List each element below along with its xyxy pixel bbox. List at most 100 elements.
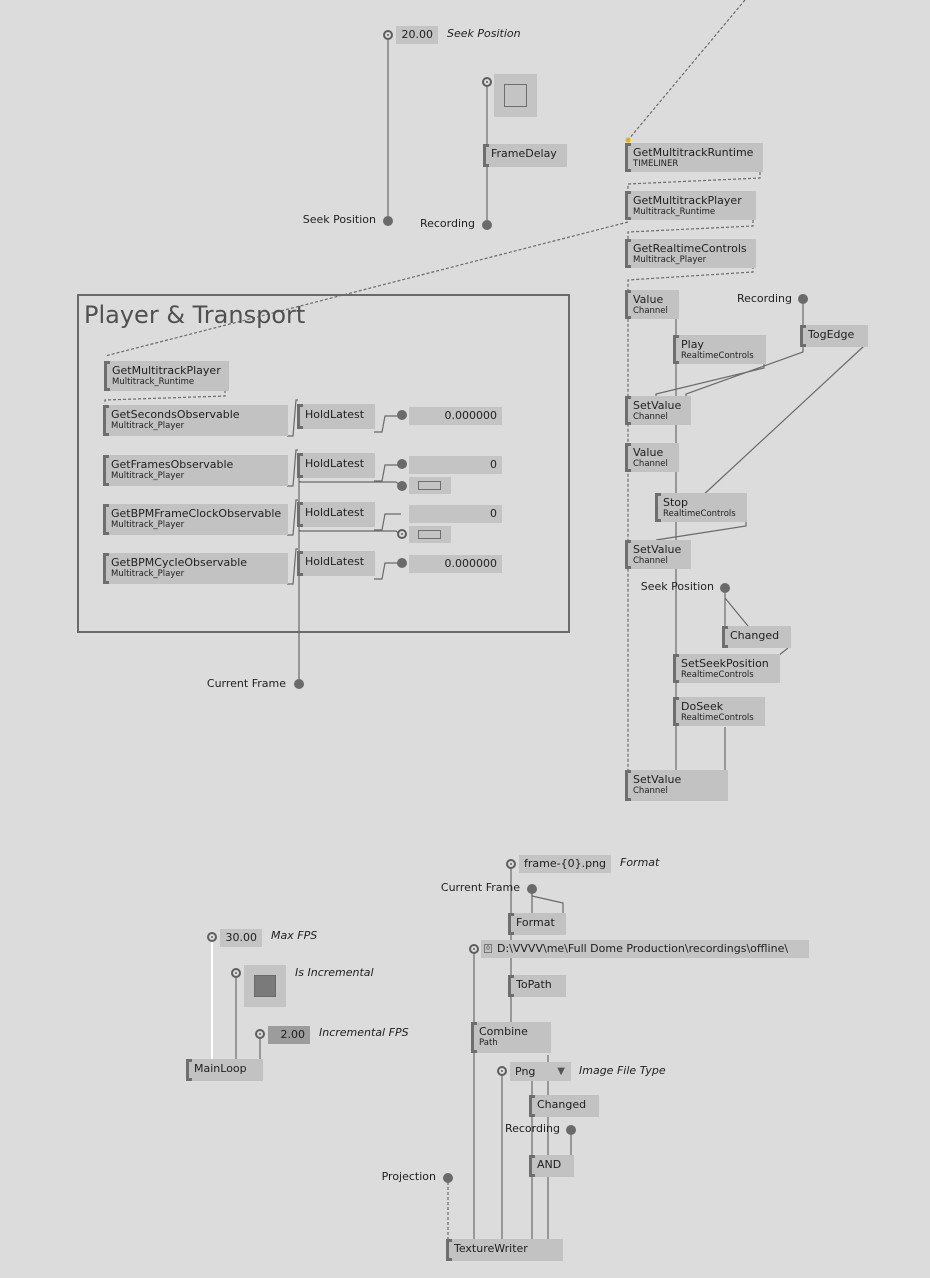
setvalue-channel-node-1[interactable]: SetValue Channel (625, 396, 691, 425)
changed-node-2[interactable]: Changed (529, 1095, 599, 1117)
get-multitrack-player-group-node[interactable]: GetMultitrackPlayer Multitrack_Runtime (104, 361, 229, 391)
node-subtitle: Multitrack_Runtime (112, 377, 195, 387)
get-multitrack-runtime-node[interactable]: GetMultitrackRuntime TIMELINER (625, 143, 763, 172)
get-realtime-controls-node[interactable]: GetRealtimeControls Multitrack_Player (625, 239, 756, 268)
projection-pin[interactable] (443, 1173, 453, 1183)
format-node[interactable]: Format (508, 913, 566, 935)
and-node[interactable]: AND (529, 1155, 574, 1177)
node-title: GetMultitrackRuntime (633, 146, 754, 159)
main-loop-node[interactable]: MainLoop (186, 1059, 263, 1081)
recording-pin-right[interactable] (798, 294, 808, 304)
current-frame-label-bottom: Current Frame (440, 881, 520, 894)
seek-position-pin[interactable] (383, 216, 393, 226)
do-seek-node[interactable]: DoSeek RealtimeControls (673, 697, 765, 726)
hold-latest-node-3[interactable]: HoldLatest (297, 502, 375, 527)
frames-bang-button[interactable] (409, 477, 451, 494)
image-type-pin[interactable] (497, 1066, 507, 1076)
texture-writer-node[interactable]: TextureWriter (446, 1239, 563, 1261)
stop-realtime-controls-node[interactable]: Stop RealtimeControls (655, 493, 747, 522)
toggle-filled-square-icon (254, 975, 276, 997)
max-fps-descriptor: Max FPS (271, 929, 318, 942)
node-title: SetValue (633, 773, 682, 786)
bpm-bang-button[interactable] (409, 526, 451, 543)
node-title: SetValue (633, 543, 682, 556)
get-seconds-observable-node[interactable]: GetSecondsObservable Multitrack_Player (103, 405, 288, 436)
format-string-box[interactable]: frame-{0}.png (519, 855, 611, 873)
node-title: GetMultitrackPlayer (633, 194, 742, 207)
seek-position-label: Seek Position (302, 213, 376, 226)
is-incremental-pin[interactable] (231, 968, 241, 978)
incremental-fps-value-box[interactable]: 2.00 (268, 1026, 310, 1044)
seek-position-descriptor: Seek Position (447, 27, 521, 40)
hold-latest-node-2[interactable]: HoldLatest (297, 453, 375, 478)
seek-position-output-pin[interactable] (383, 30, 393, 40)
get-multitrack-player-node[interactable]: GetMultitrackPlayer Multitrack_Runtime (625, 191, 756, 220)
recording-pin-top[interactable] (482, 220, 492, 230)
combine-path-node[interactable]: Combine Path (471, 1022, 551, 1053)
group-title: Player & Transport (84, 301, 306, 329)
bang-rect-icon (418, 481, 441, 490)
node-subtitle: Path (479, 1038, 498, 1048)
node-subtitle: Multitrack_Runtime (633, 207, 716, 217)
node-title: AND (537, 1158, 562, 1171)
node-subtitle: Channel (633, 786, 668, 796)
bpm-bang-pin[interactable] (397, 529, 407, 539)
object-tag-icon: 0 (484, 944, 492, 953)
node-title: SetValue (633, 399, 682, 412)
node-title: HoldLatest (305, 408, 365, 421)
node-title: DoSeek (681, 700, 724, 713)
recording-pin-bottom[interactable] (566, 1125, 576, 1135)
frames-bang-pin[interactable] (397, 481, 407, 491)
frames-value-box[interactable]: 0 (409, 456, 502, 474)
set-seek-position-node[interactable]: SetSeekPosition RealtimeControls (673, 654, 780, 683)
value-channel-node-2[interactable]: Value Channel (625, 443, 679, 472)
max-fps-pin[interactable] (207, 932, 217, 942)
image-type-value: Png (515, 1065, 536, 1078)
seconds-value-box[interactable]: 0.000000 (409, 407, 502, 425)
image-type-dropdown[interactable]: Png ▼ (510, 1062, 571, 1081)
node-subtitle: RealtimeControls (681, 670, 754, 680)
node-title: GetRealtimeControls (633, 242, 747, 255)
value-channel-node-1[interactable]: Value Channel (625, 290, 679, 319)
recording-label-top: Recording (419, 217, 475, 230)
seek-position-value-box[interactable]: 20.00 (396, 26, 438, 44)
node-title: GetBPMCycleObservable (111, 556, 248, 569)
node-title: GetFramesObservable (111, 458, 234, 471)
current-frame-pin[interactable] (294, 679, 304, 689)
to-path-node[interactable]: ToPath (508, 975, 566, 997)
frame-delay-node[interactable]: FrameDelay (483, 144, 567, 167)
setvalue-channel-node-2[interactable]: SetValue Channel (625, 540, 691, 569)
max-fps-value-box[interactable]: 30.00 (220, 929, 262, 947)
path-input-pin[interactable] (469, 944, 479, 954)
recording-label-bottom: Recording (504, 1122, 560, 1135)
bpm-frame-clock-value-box[interactable]: 0 (409, 505, 502, 523)
changed-node-1[interactable]: Changed (722, 626, 791, 648)
get-bpm-frame-clock-observable-node[interactable]: GetBPMFrameClockObservable Multitrack_Pl… (103, 504, 288, 535)
player-transport-group: Player & Transport (77, 294, 570, 633)
bang-rect-icon (418, 530, 441, 539)
hold-latest-node-1[interactable]: HoldLatest (297, 404, 375, 429)
recording-toggle-pin[interactable] (482, 77, 492, 87)
node-subtitle: Multitrack_Player (633, 255, 707, 265)
frame-delay-title: FrameDelay (491, 147, 557, 160)
node-subtitle: Channel (633, 412, 668, 422)
setvalue-channel-node-3[interactable]: SetValue Channel (625, 770, 728, 801)
current-frame-pin-bottom[interactable] (527, 884, 537, 894)
current-frame-label: Current Frame (206, 677, 286, 690)
frames-pin[interactable] (397, 459, 407, 469)
hold-latest-node-4[interactable]: HoldLatest (297, 551, 375, 576)
togedge-node[interactable]: TogEdge (800, 325, 868, 347)
seconds-pin[interactable] (397, 410, 407, 420)
format-string-pin[interactable] (506, 859, 516, 869)
incremental-fps-pin[interactable] (255, 1029, 265, 1039)
is-incremental-toggle[interactable] (244, 965, 286, 1007)
recording-toggle[interactable] (494, 74, 537, 117)
play-realtime-controls-node[interactable]: Play RealtimeControls (673, 335, 766, 364)
node-title: HoldLatest (305, 506, 365, 519)
get-bpm-cycle-observable-node[interactable]: GetBPMCycleObservable Multitrack_Player (103, 553, 288, 584)
path-string-box[interactable]: 0 D:\VVVV\me\Full Dome Production\record… (481, 940, 809, 958)
get-frames-observable-node[interactable]: GetFramesObservable Multitrack_Player (103, 455, 288, 486)
seek-position-pin-right[interactable] (720, 583, 730, 593)
bpm-cycle-pin[interactable] (397, 558, 407, 568)
bpm-cycle-value-box[interactable]: 0.000000 (409, 555, 502, 573)
